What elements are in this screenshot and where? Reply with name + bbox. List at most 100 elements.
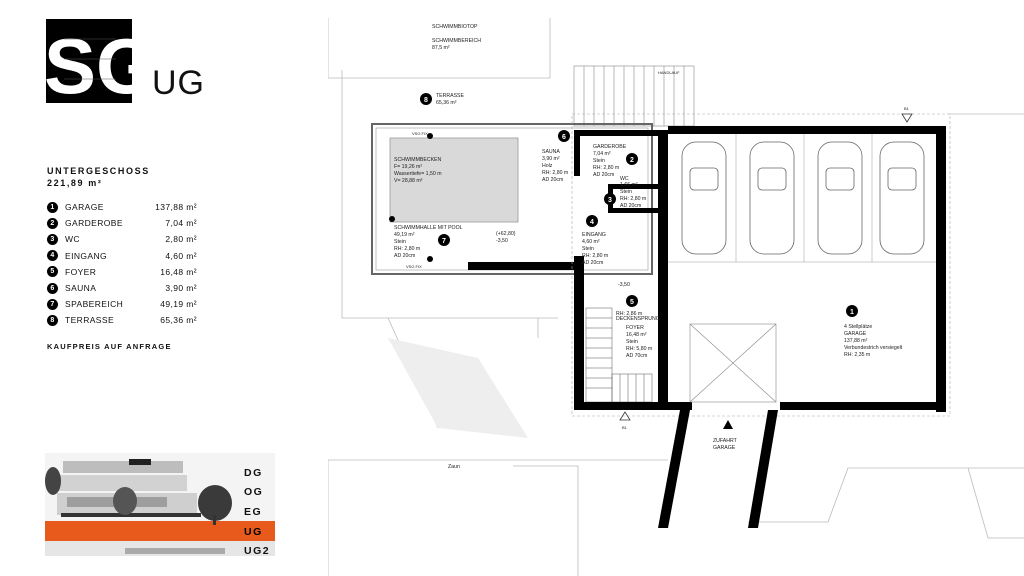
room-area: 65,36 m² [160, 315, 197, 326]
room-row: 6 SAUNA 3,90 m² [47, 280, 197, 296]
level-dg[interactable]: DG [244, 466, 263, 479]
floor-summary-title: UNTERGESCHOSS 221,89 m² [47, 165, 150, 189]
label-zufahrt: ZUFAHRT [713, 438, 738, 444]
room-area: 3,90 m² [165, 283, 197, 294]
marker-foyer: 5 [630, 299, 634, 306]
label-halle-level2: -3,50 [496, 238, 508, 244]
label-garderobe-floor: Stein [593, 158, 605, 164]
label-eingang-floor: Stein [582, 246, 594, 252]
swimming-pool [389, 137, 519, 223]
label-halle-rh: RH: 2,80 m [394, 246, 420, 252]
room-name: EINGANG [65, 250, 108, 261]
label-schwimmbereich: SCHWIMMBEREICH [432, 38, 481, 44]
room-area: 7,04 m² [165, 218, 197, 229]
room-number: 8 [47, 314, 58, 326]
label-garderobe: GARDEROBE [593, 144, 627, 150]
brand-logo: SG [46, 19, 132, 103]
room-name: GARDEROBE [65, 218, 123, 229]
level-ug-active[interactable]: UG [230, 521, 275, 542]
room-row: 4 EINGANG 4,60 m² [47, 248, 197, 264]
label-becken-v: V= 28,88 m³ [394, 178, 423, 184]
marker-garderobe: 2 [630, 157, 634, 164]
label-garage: GARAGE [844, 331, 867, 337]
car-icon [749, 141, 795, 255]
label-garage-spots: 4 Stellplätze [844, 324, 872, 330]
level-ug2[interactable]: UG2 [244, 545, 271, 558]
exterior-stair [573, 65, 695, 127]
label-foyer-rh: RH: 5,80 m [626, 346, 652, 352]
driveway-walls [658, 410, 778, 528]
drive-arrow-icon [723, 420, 733, 429]
label-wc-area: 1,66 m² [620, 182, 638, 188]
room-number: 6 [47, 282, 58, 294]
label-halle-area: 49,19 m² [394, 232, 415, 238]
label-zufahrt-garage: GARAGE [713, 445, 736, 451]
level-eg[interactable]: EG [244, 505, 263, 518]
label-section-top: B1 [904, 106, 910, 111]
level-og[interactable]: OG [244, 486, 264, 499]
label-becken-depth: Wassertiefe= 1,50 m [394, 171, 442, 177]
label-halle-floor: Stein [394, 239, 406, 245]
building-section-thumbnail [45, 453, 275, 556]
label-foyer-ad: AD 70cm [626, 353, 647, 359]
label-garage-area: 137,88 m² [844, 338, 868, 344]
room-area: 2,80 m² [165, 234, 197, 245]
label-becken: SCHWIMMBECKEN [394, 157, 442, 163]
label-foyer-rh-note: RH: 2,86 m [616, 311, 642, 317]
label-halle-level1: (+62,80) [496, 231, 516, 237]
label-sauna-area: 3,90 m² [542, 156, 560, 162]
slope-shape [388, 338, 528, 438]
label-eingang-area: 4,60 m² [582, 239, 600, 245]
level-selector: DG OG EG UG UG2 [230, 463, 275, 561]
room-area: 49,19 m² [160, 299, 197, 310]
marker-eingang: 4 [590, 219, 594, 226]
plan-labels: SCHWIMMBIOTOP SCHWIMMBEREICH 87,5 m² TER… [394, 24, 910, 470]
foyer-stair [585, 307, 653, 403]
room-number: 4 [47, 250, 58, 262]
room-row: 2 GARDEROBE 7,04 m² [47, 215, 197, 231]
label-wc-ad: AD 20cm [620, 203, 641, 209]
price-note: KAUFPREIS AUF ANFRAGE [47, 342, 172, 351]
label-sauna-rh: RH: 2,80 m [542, 170, 568, 176]
marker-terrasse: 8 [424, 97, 428, 104]
label-terrasse-area: 65,36 m² [436, 100, 457, 106]
label-foyer: FOYER [626, 325, 644, 331]
room-name: GARAGE [65, 202, 104, 213]
car-icon [879, 141, 925, 255]
room-row: 7 SPABEREICH 49,19 m² [47, 296, 197, 312]
marker-sauna: 6 [562, 134, 566, 141]
label-wc-rh: RH: 2,80 m [620, 196, 646, 202]
label-wc: WC [620, 176, 629, 182]
label-sauna-floor: Holz [542, 163, 553, 169]
room-area: 4,60 m² [165, 250, 197, 261]
label-handlauf: HANDLAUF [658, 70, 680, 75]
label-garderobe-area: 7,04 m² [593, 151, 611, 157]
label-eingang: EINGANG [582, 232, 606, 238]
room-number: 5 [47, 266, 58, 278]
floor-code: UG [152, 64, 205, 102]
label-zaun: Zaun [448, 464, 460, 470]
room-name: WC [65, 234, 80, 245]
section-marker-icon [901, 113, 913, 123]
room-name: SPABEREICH [65, 299, 124, 310]
label-eingang-ad: AD 20cm [582, 260, 603, 266]
garage-walls [571, 113, 951, 417]
label-section-bottom: B1 [622, 425, 628, 430]
room-number: 7 [47, 298, 58, 310]
room-area: 137,88 m² [155, 202, 197, 213]
car-icon [817, 141, 863, 255]
label-garage-floor: Verbundestrich versiegelt [844, 345, 903, 351]
label-foyer-level: -3,50 [618, 282, 630, 288]
label-schwimmbiotop: SCHWIMMBIOTOP [432, 24, 478, 30]
label-halle-ad: AD 20cm [394, 253, 415, 259]
room-name: SAUNA [65, 283, 97, 294]
room-number: 2 [47, 217, 58, 229]
room-markers: 8 7 6 2 3 4 5 1 [420, 93, 858, 317]
core-walls [574, 130, 668, 402]
label-foyer-floor: Stein [626, 339, 638, 345]
car-icon [681, 141, 727, 255]
marker-garage: 1 [850, 309, 854, 316]
